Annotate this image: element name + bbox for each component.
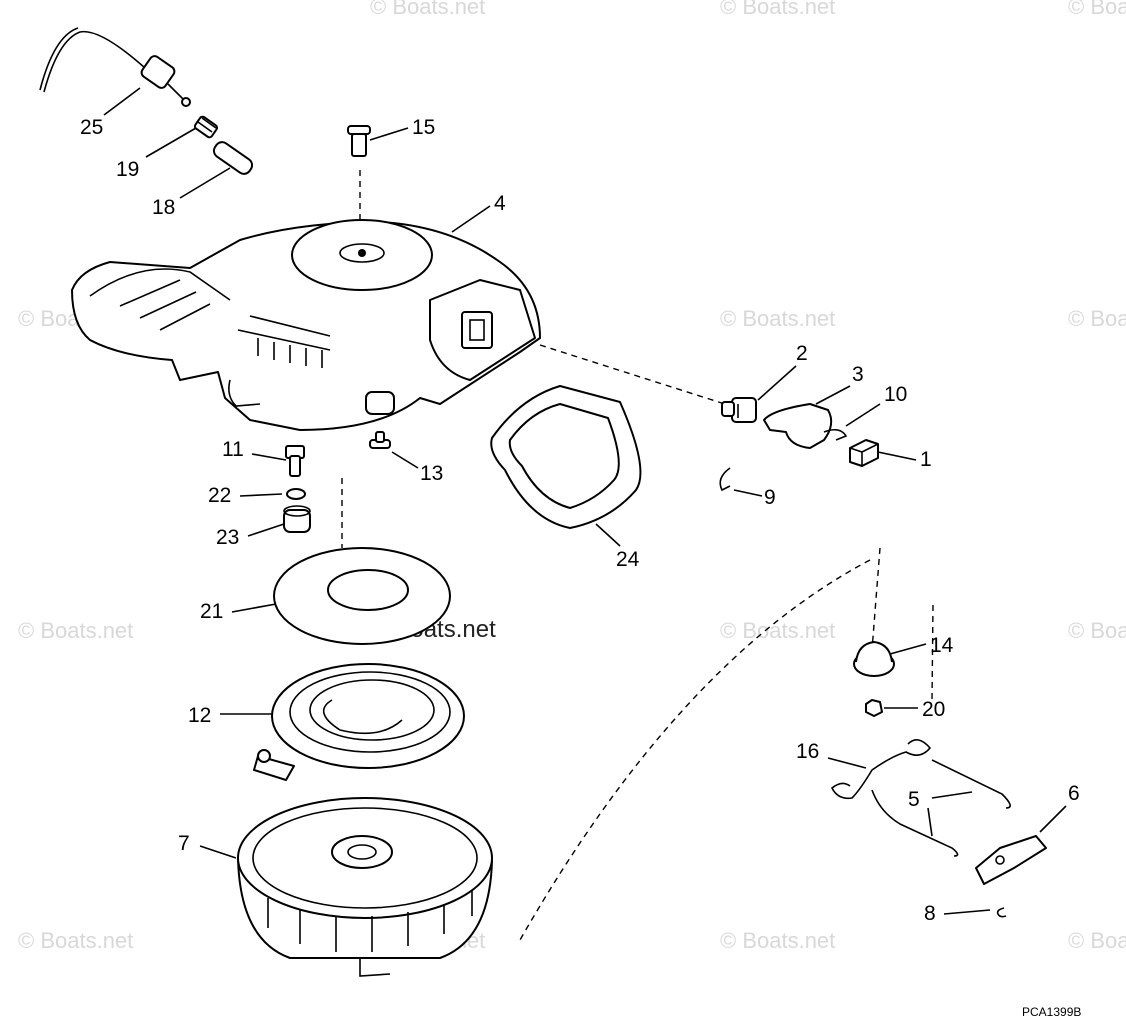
part-19-spring — [193, 115, 219, 139]
watermark: © Boats.net — [1068, 306, 1126, 331]
part-14-cap — [853, 641, 895, 677]
callout-9: 9 — [764, 486, 776, 509]
watermark: © Boats.net — [720, 0, 835, 19]
callout-12: 12 — [188, 704, 211, 727]
part-6-pawl — [975, 835, 1047, 885]
callout-7: 7 — [178, 832, 190, 855]
watermark: © Boats.net — [1068, 928, 1126, 953]
part-21-plate — [273, 547, 451, 645]
leader-lines — [103, 87, 1067, 915]
watermark: © Boats.net — [720, 306, 835, 331]
callout-22: 22 — [208, 484, 231, 507]
part-16-spring-wire — [830, 739, 932, 800]
part-7-pulley — [237, 797, 493, 977]
watermark-grid: © Boats.net © Boats.net © Boats.net © Bo… — [18, 0, 1126, 953]
callout-18: 18 — [152, 196, 175, 219]
watermark: © Boats.net — [1068, 618, 1126, 643]
callout-6: 6 — [1068, 782, 1080, 805]
part-8-clip — [996, 907, 1007, 918]
part-15-screw — [347, 125, 371, 157]
part-23-spacer — [283, 505, 311, 533]
watermark: © Boats.net — [720, 618, 835, 643]
callout-23: 23 — [216, 526, 239, 549]
callout-8: 8 — [924, 902, 936, 925]
part-20-nut — [865, 699, 883, 717]
callout-3: 3 — [852, 363, 864, 386]
part-9-pin — [719, 467, 731, 492]
part-4-starter-housing — [71, 219, 541, 431]
part-1-block — [849, 439, 879, 467]
part-25-switch — [39, 27, 191, 107]
watermark: © Boats.net — [18, 928, 133, 953]
watermark: © Boats.net — [18, 618, 133, 643]
part-13-bolt — [369, 431, 391, 449]
part-3-lever — [763, 403, 833, 449]
part-10-clip — [823, 428, 848, 441]
part-2-knob — [721, 397, 757, 423]
callout-20: 20 — [922, 698, 945, 721]
part-5-links — [871, 759, 1011, 857]
part-12-recoil-spring — [253, 663, 465, 781]
callout-2: 2 — [796, 342, 808, 365]
diagram-code: PCA1399B — [1022, 1005, 1081, 1019]
callout-5: 5 — [908, 788, 920, 811]
callout-13: 13 — [420, 462, 443, 485]
callout-21: 21 — [200, 600, 223, 623]
callout-14: 14 — [930, 634, 954, 657]
part-11-bolt — [285, 445, 305, 477]
assembly-lines — [341, 170, 934, 941]
callout-11: 11 — [222, 438, 244, 461]
callout-15: 15 — [412, 116, 435, 139]
part-22-washer — [286, 488, 306, 500]
callout-16: 16 — [796, 740, 819, 763]
callout-labels: 25 19 18 15 4 2 3 10 1 9 11 13 22 23 24 … — [80, 116, 1080, 925]
callout-4: 4 — [494, 192, 506, 215]
callout-1: 1 — [920, 448, 932, 471]
callout-19: 19 — [116, 158, 139, 181]
part-24-gasket — [490, 385, 642, 529]
callout-25: 25 — [80, 116, 103, 139]
watermark: © Boats.net — [370, 0, 485, 19]
callout-24: 24 — [616, 548, 640, 571]
watermark: © Boats.net — [1068, 0, 1126, 19]
part-18-pin — [212, 141, 254, 175]
watermark: © Boats.net — [720, 928, 835, 953]
callout-10: 10 — [884, 383, 907, 406]
